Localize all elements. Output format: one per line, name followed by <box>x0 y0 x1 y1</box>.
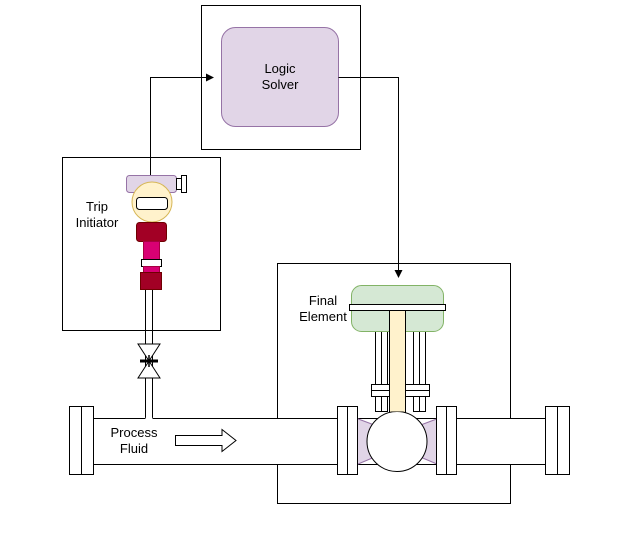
valve-icon[interactable] <box>137 343 161 379</box>
pipe-flange-left <box>69 406 94 475</box>
transmitter-icon[interactable] <box>126 175 187 290</box>
actuator-icon[interactable] <box>349 285 446 413</box>
pipe-flange-right <box>545 406 570 475</box>
signal-line-solver-to-final <box>338 77 403 278</box>
signal-line-initiator-to-solver <box>150 73 214 176</box>
process-fluid-label: Process Fluid <box>110 425 158 456</box>
logic-solver-label: Logic Solver <box>261 61 299 92</box>
flow-arrow-icon <box>175 428 237 453</box>
trip-initiator-label: Trip Initiator <box>75 199 119 230</box>
final-element-label: Final Element <box>299 293 347 324</box>
final-valve-body[interactable] <box>337 396 457 475</box>
process-pipe <box>92 418 546 465</box>
